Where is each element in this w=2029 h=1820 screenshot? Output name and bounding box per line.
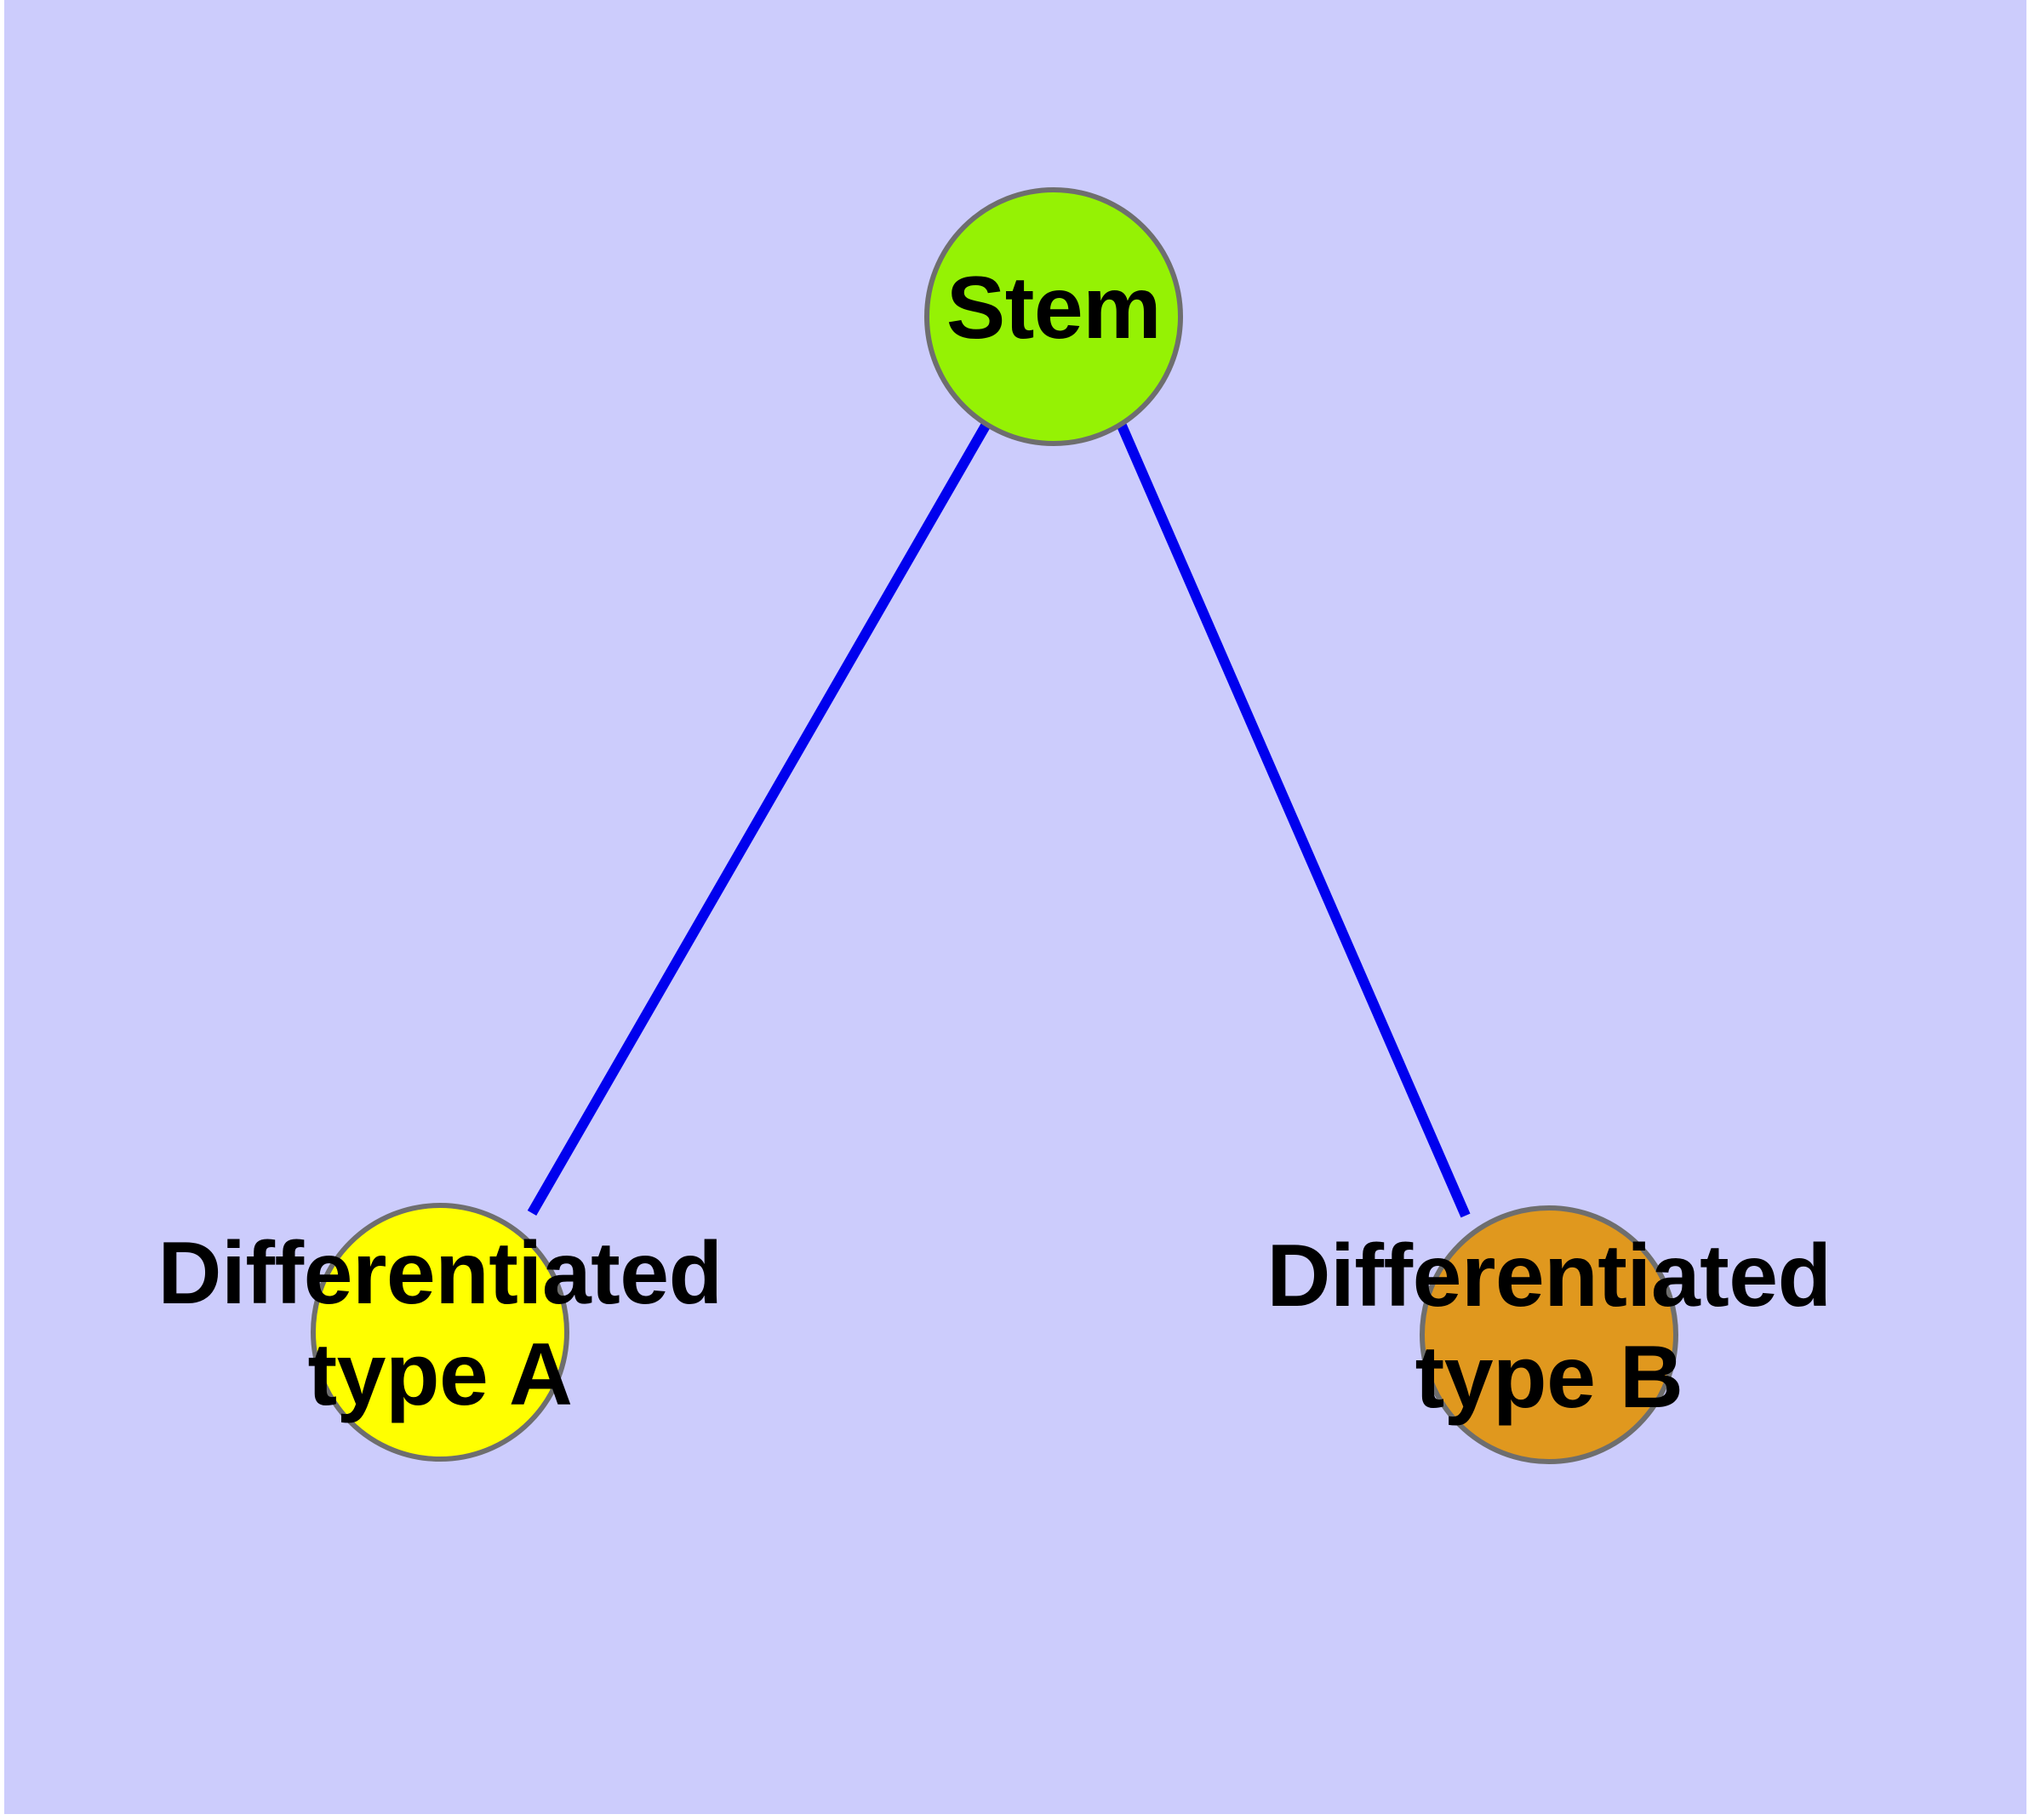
node-differentiated-type-a[interactable] xyxy=(311,1203,569,1462)
edge-stem-to-differentiated-type-a xyxy=(527,423,991,1216)
node-stem[interactable] xyxy=(924,187,1183,446)
edge-stem-to-differentiated-type-b xyxy=(1117,423,1471,1218)
node-differentiated-type-b[interactable] xyxy=(1420,1205,1678,1464)
